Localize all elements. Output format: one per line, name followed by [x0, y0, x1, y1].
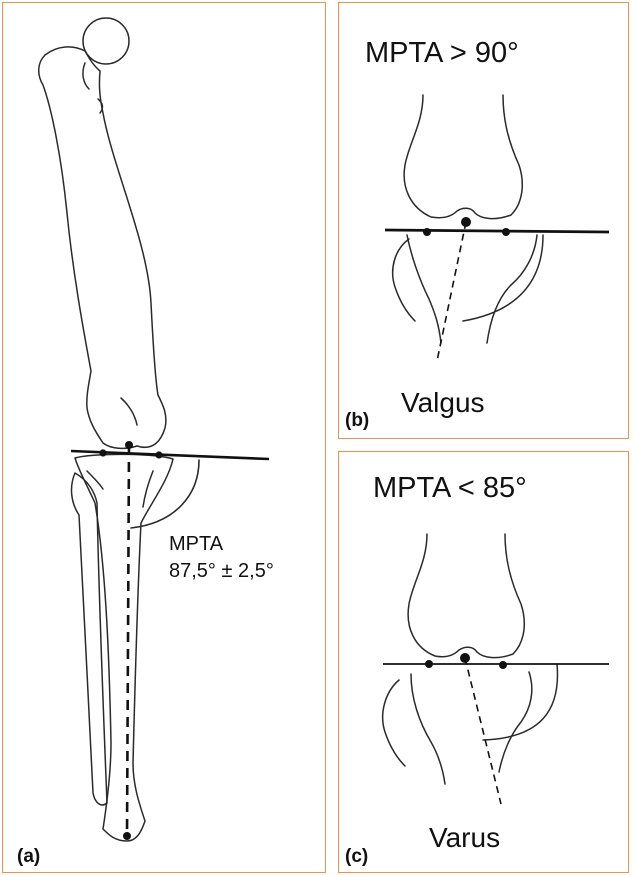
landmark-dot	[460, 653, 470, 663]
landmark-dot	[125, 441, 133, 449]
panel-label-c: (c)	[345, 846, 368, 868]
landmark-dot	[423, 228, 431, 236]
leg-illustration	[3, 3, 326, 873]
tibial-axis-dashed	[437, 222, 466, 361]
tibia-proximal-outline	[411, 674, 445, 784]
fibula-head-outline	[393, 239, 415, 321]
femoral-head	[83, 18, 129, 64]
panel-label-a: (a)	[17, 846, 40, 868]
mpta-normal-range: 87,5° ± 2,5°	[169, 559, 274, 584]
varus-knee-illustration	[339, 452, 629, 873]
landmark-dot	[123, 832, 131, 840]
tibia-outline	[75, 454, 173, 841]
tibial-axis-dashed	[127, 445, 129, 836]
landmark-dot	[502, 228, 510, 236]
femur-distal-outline	[404, 95, 522, 219]
fibula-outline	[72, 473, 107, 805]
panel-label-b: (b)	[345, 410, 369, 432]
mpta-angle-arc	[483, 664, 557, 740]
landmark-dot	[461, 217, 471, 227]
tibia-proximal-outline	[407, 235, 441, 343]
mpta-annotation-label: MPTA	[169, 532, 223, 557]
panel-c-caption: Varus	[429, 822, 500, 854]
fibula-head-outline	[383, 680, 405, 766]
landmark-dot	[99, 449, 106, 456]
valgus-knee-illustration	[339, 3, 629, 439]
landmark-dot	[499, 661, 507, 669]
tibial-axis-dashed	[465, 658, 501, 804]
femur-distal-outline	[408, 534, 524, 658]
panel-c-varus: MPTA < 85° Varus (c)	[338, 451, 629, 873]
joint-line	[385, 230, 609, 232]
landmark-dot	[425, 660, 433, 668]
panel-b-caption: Valgus	[401, 387, 485, 419]
mpta-angle-arc	[463, 235, 543, 321]
panel-a-full-leg: MPTA 87,5° ± 2,5° (a)	[2, 2, 326, 873]
mpta-angle-arc	[131, 460, 199, 528]
landmark-dot	[155, 451, 162, 458]
panel-b-valgus: MPTA > 90° Valgus (b)	[338, 2, 629, 439]
